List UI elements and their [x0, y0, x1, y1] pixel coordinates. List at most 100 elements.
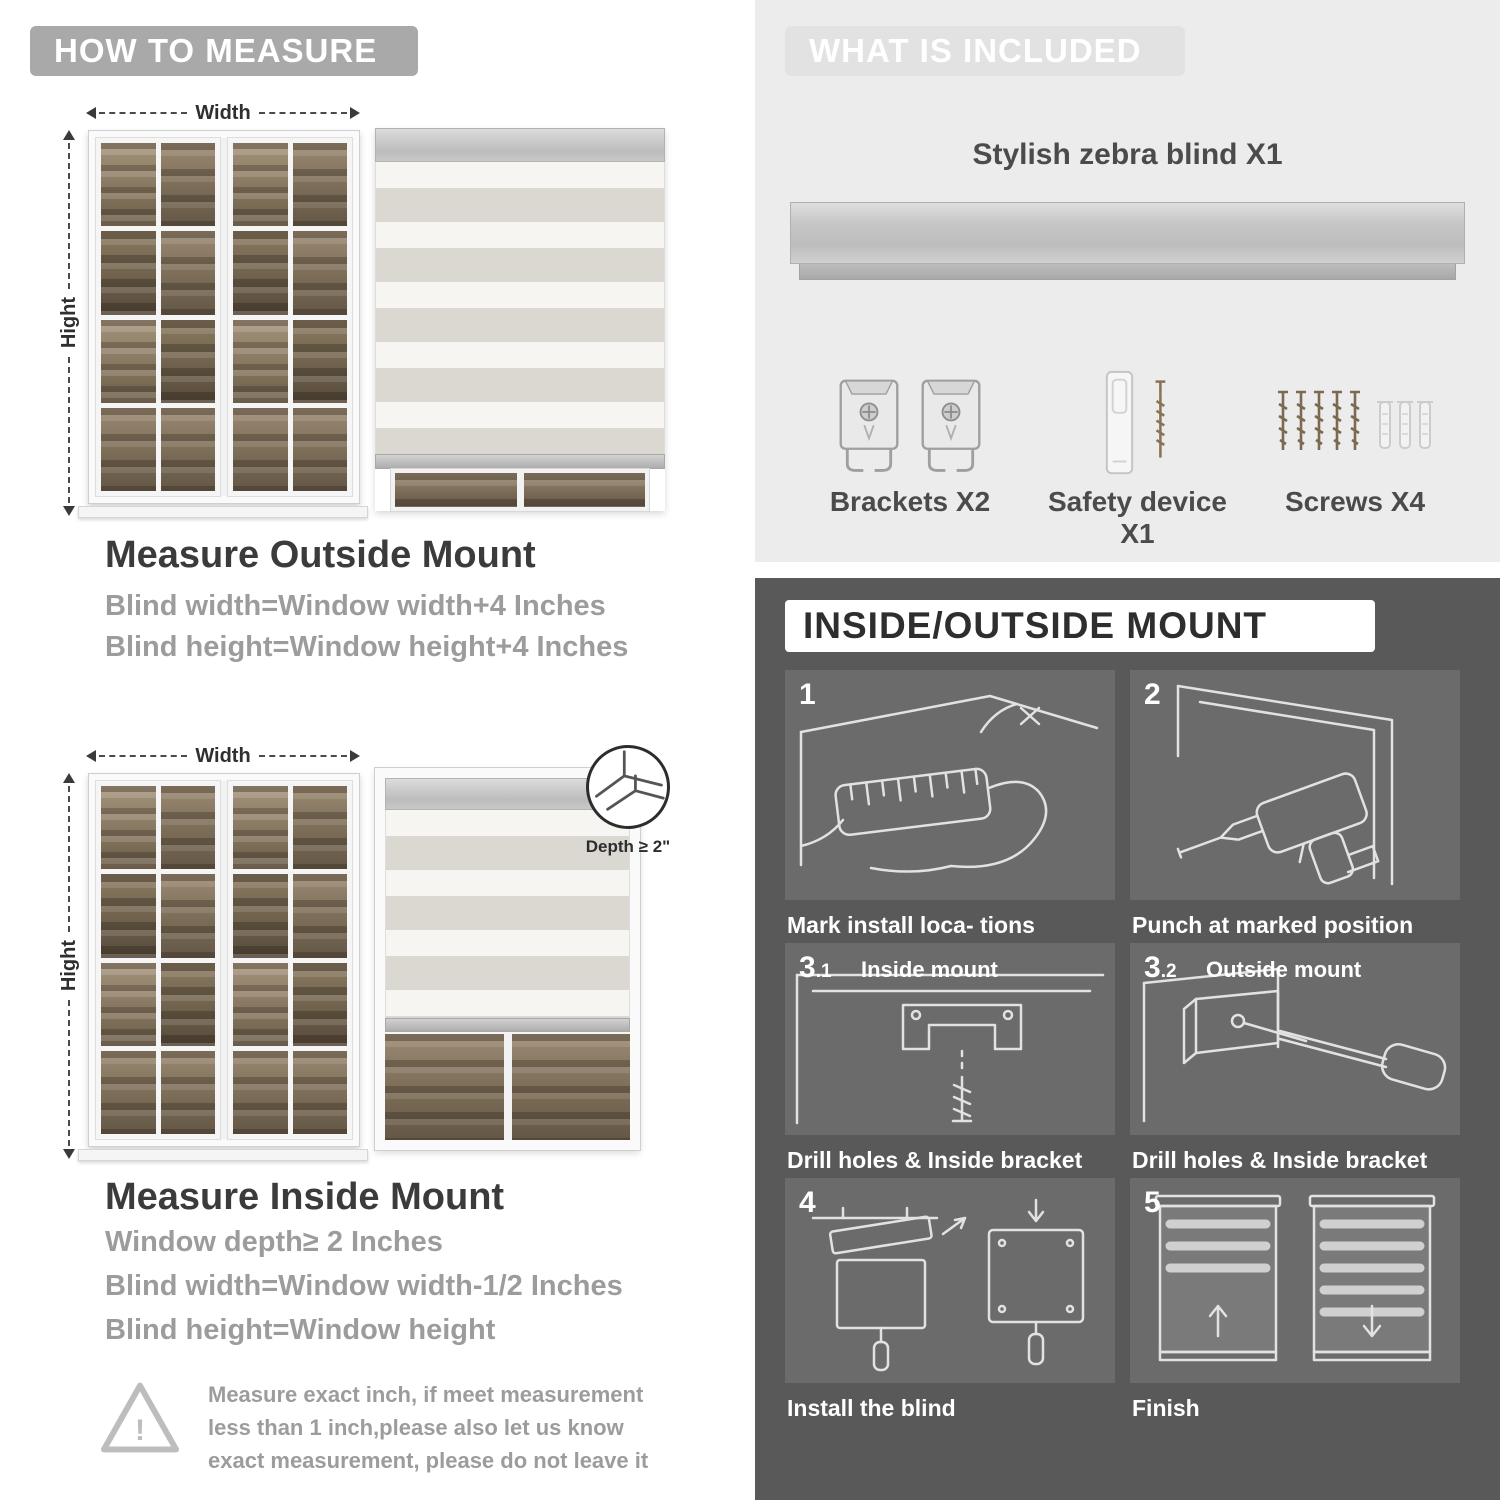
what-is-included-section: WHAT IS INCLUDED Stylish zebra blind X1 — [755, 0, 1500, 562]
step-3-2-caption: Drill holes & Inside bracket — [1132, 1147, 1428, 1173]
arrow-up-icon — [63, 773, 75, 783]
screws-icon — [1278, 390, 1433, 450]
screws-image — [1240, 338, 1470, 480]
window-sash-left — [95, 780, 221, 1140]
blind-bottom-rail — [385, 1018, 630, 1032]
step-5: 5 Finish — [1130, 1178, 1460, 1426]
safety-device-icon — [1105, 370, 1165, 475]
install-blind-drawing — [811, 1198, 1085, 1372]
outside-mount-rule-height: Blind height=Window height+4 Inches — [105, 631, 629, 663]
included-items-row — [785, 338, 1470, 480]
width-dimension-arrow: Width — [86, 101, 361, 124]
width-label: Width — [195, 744, 251, 767]
height-label: Hight — [57, 940, 80, 992]
window-image — [88, 130, 360, 504]
step-mount-type-label: Outside mount — [1206, 957, 1362, 982]
width-label: Width — [195, 101, 251, 124]
height-dimension-arrow: Hight — [58, 773, 80, 1159]
window-illustration-inside: Width Hight — [58, 744, 368, 1163]
zebra-blind-illustration-inside — [374, 767, 641, 1151]
mount-header-title: INSIDE/OUTSIDE MOUNT — [803, 605, 1268, 646]
blind-bottom-rail — [375, 454, 665, 469]
step-number: 3.1 — [799, 951, 832, 984]
inside-mount-rule-depth: Window depth≥ 2 Inches — [105, 1226, 443, 1258]
step-number: 5 — [1144, 1186, 1161, 1219]
step-3-1: 3.1 Inside mount Drill holes & Inside br… — [785, 943, 1115, 1178]
step-3-1-caption: Drill holes & Inside bracket — [787, 1147, 1083, 1173]
blind-quantity-label: Stylish zebra blind X1 — [972, 138, 1283, 171]
outside-mount-title: Measure Outside Mount — [105, 534, 536, 576]
mark-locations-drawing — [799, 694, 1099, 873]
step-5-panel: 5 — [1130, 1178, 1460, 1383]
how-to-measure-section: HOW TO MEASURE Width Hight — [0, 0, 745, 1500]
step-3-2: 3.2 Outside mount Drill holes & Inside b… — [1130, 943, 1460, 1178]
warning-text: Measure exact inch, if meet measurement … — [208, 1382, 649, 1473]
window-sash-right — [227, 780, 353, 1140]
finished-blinds-drawing — [1154, 1194, 1436, 1362]
safety-device-image — [1035, 338, 1240, 480]
window-image — [88, 773, 360, 1147]
arrow-up-icon — [63, 130, 75, 140]
window-below-blind — [390, 468, 650, 512]
step-1-caption: Mark install loca- tions — [787, 912, 1035, 938]
step-4: 4 Install the blind — [785, 1178, 1115, 1426]
outside-bracket-drawing — [1142, 967, 1447, 1123]
screws-label: Screws X4 — [1284, 486, 1426, 517]
blind-fabric-stripes — [375, 162, 665, 454]
window-sash-left — [95, 137, 221, 497]
bracket-icon — [839, 379, 899, 472]
step-2-caption: Punch at marked position — [1132, 912, 1414, 938]
depth-label: Depth ≥ 2" — [585, 837, 671, 856]
bracket-icon — [921, 379, 981, 472]
window-mullion — [220, 138, 228, 496]
depth-detail-callout: Depth ≥ 2" — [572, 745, 684, 857]
what-is-included-title: WHAT IS INCLUDED — [809, 32, 1142, 69]
step-1-panel: 1 — [785, 670, 1115, 900]
step-1: 1 Mark install loca- tions — [785, 670, 1115, 943]
inside-mount-rule-width: Blind width=Window width-1/2 Inches — [105, 1270, 623, 1302]
step-number: 1 — [799, 678, 816, 711]
window-sill — [78, 1149, 368, 1161]
drill-drawing — [1176, 684, 1394, 886]
included-labels-row: Brackets X2 Safety device X1 Screws X4 — [785, 486, 1470, 550]
how-to-measure-header: HOW TO MEASURE — [30, 26, 418, 76]
step-mount-type-label: Inside mount — [861, 957, 998, 982]
height-dimension-arrow: Hight — [58, 130, 80, 516]
how-to-measure-title: HOW TO MEASURE — [54, 32, 378, 69]
step-2: 2 Punch at marked position — [1130, 670, 1460, 943]
mount-steps-grid: 1 Mark install loca- tions — [785, 670, 1460, 1426]
inside-mount-title: Measure Inside Mount — [105, 1176, 505, 1218]
step-2-panel: 2 — [1130, 670, 1460, 900]
window-illustration-outside: Width Hight — [58, 101, 368, 520]
zebra-blind-product-image — [790, 202, 1465, 280]
blind-fabric-stripes — [385, 810, 630, 1018]
brackets-image — [785, 338, 1035, 480]
window-mullion — [220, 781, 228, 1139]
mount-header: INSIDE/OUTSIDE MOUNT — [785, 600, 1375, 652]
height-label: Hight — [57, 297, 80, 349]
zebra-blind-illustration-outside — [375, 128, 665, 512]
step-number: 3.2 — [1144, 951, 1177, 984]
exclamation-glyph: ! — [135, 1414, 145, 1447]
window-glass-below-blind — [385, 1032, 630, 1140]
brackets-label: Brackets X2 — [829, 486, 991, 517]
step-3-2-panel: 3.2 Outside mount — [1130, 943, 1460, 1135]
arrow-right-icon — [350, 750, 361, 762]
step-4-caption: Install the blind — [787, 1395, 956, 1421]
arrow-down-icon — [63, 1149, 75, 1159]
arrow-right-icon — [350, 107, 361, 119]
measurement-warning: ! Measure exact inch, if meet measuremen… — [98, 1378, 664, 1477]
step-number: 2 — [1144, 678, 1161, 711]
step-number: 4 — [799, 1186, 816, 1219]
arrow-left-icon — [86, 750, 96, 762]
step-3-1-panel: 3.1 Inside mount — [785, 943, 1115, 1135]
arrow-down-icon — [63, 506, 75, 516]
inside-bracket-drawing — [795, 973, 1105, 1125]
step-4-panel: 4 — [785, 1178, 1115, 1383]
depth-magnifier-icon — [586, 745, 670, 829]
safety-device-label: Safety device X1 — [1048, 486, 1227, 549]
window-sash-right — [227, 137, 353, 497]
blind-cassette — [375, 128, 665, 162]
warning-triangle-icon: ! — [98, 1378, 182, 1456]
